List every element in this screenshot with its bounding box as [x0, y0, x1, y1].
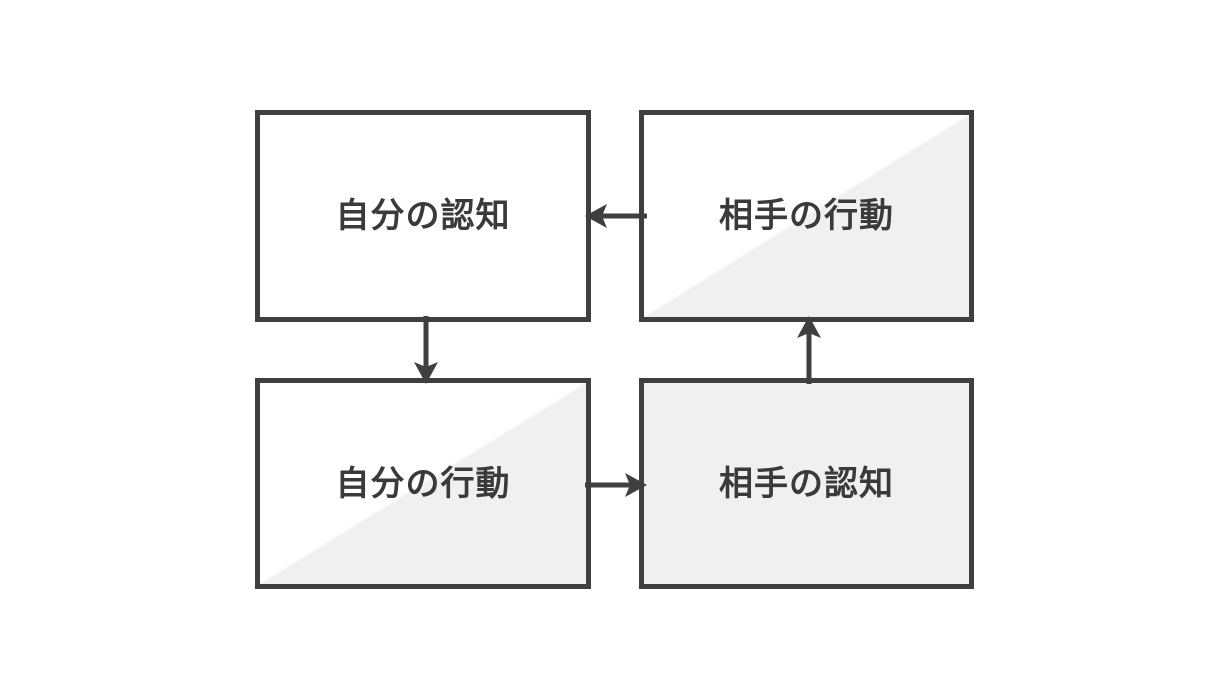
node-other-action[interactable]: 相手の行動 [639, 110, 974, 322]
arrow-down-self-cognition-to-self-action [406, 316, 446, 384]
node-self-cognition[interactable]: 自分の認知 [255, 110, 591, 322]
arrow-left-other-action-to-self-cognition [585, 196, 647, 236]
node-label: 自分の認知 [335, 196, 511, 236]
node-label: 相手の認知 [719, 463, 894, 504]
node-label: 自分の行動 [335, 463, 511, 504]
arrow-up-other-cognition-to-other-action [789, 316, 829, 384]
node-label: 相手の行動 [719, 196, 894, 236]
arrow-right-self-action-to-other-cognition [585, 465, 647, 505]
node-self-action[interactable]: 自分の行動 [255, 378, 591, 589]
node-other-cognition[interactable]: 相手の認知 [639, 378, 974, 589]
